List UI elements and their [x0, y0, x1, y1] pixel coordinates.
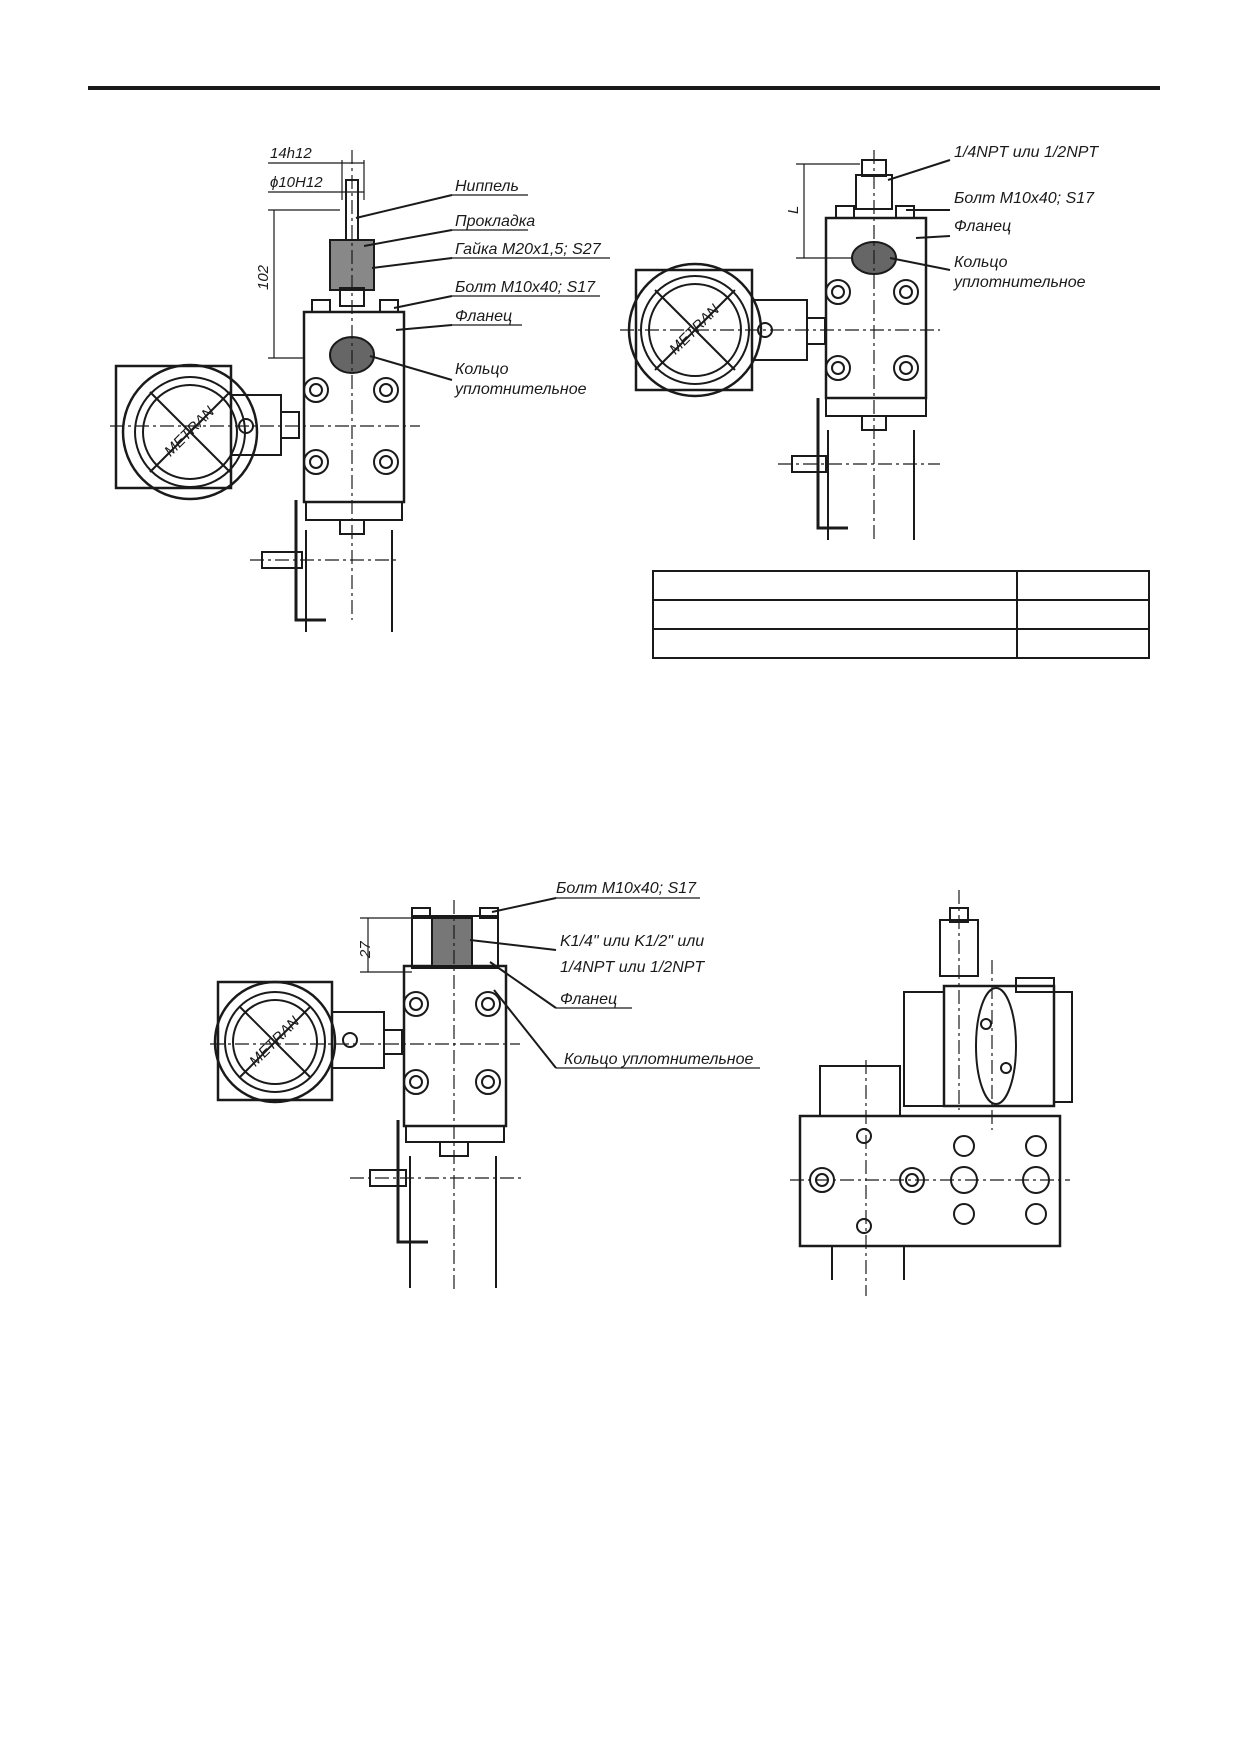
drawing-bottom-left: METRAN [210, 897, 760, 1290]
dim-10h12: ϕ10H12 [270, 174, 323, 191]
table-cell [652, 570, 1018, 601]
label-ring-line1: Кольцо [954, 254, 1008, 271]
table-row [652, 570, 1150, 601]
label-flange: Фланец [560, 991, 617, 1008]
table-cell [1016, 599, 1150, 630]
dim-l: L [785, 206, 802, 214]
table-row [652, 599, 1150, 630]
label-ring-line1: Кольцо [455, 361, 509, 378]
spec-table [652, 570, 1150, 659]
dim-102: 102 [255, 264, 272, 290]
drawing-top-right: METRAN [620, 150, 951, 540]
label-flange: Фланец [954, 218, 1011, 235]
label-thread: 1/4NPT или 1/2NPT [954, 144, 1099, 161]
label-ring-line2: уплотнительное [454, 381, 587, 398]
label-nipple: Ниппель [455, 178, 519, 195]
drawing-bottom-right [790, 890, 1073, 1296]
label-ring-line2: уплотнительное [953, 274, 1086, 291]
table-cell [652, 628, 1018, 659]
label-gasket: Прокладка [455, 213, 535, 230]
label-thread-line2: 1/4NPT или 1/2NPT [560, 959, 705, 976]
table-cell [1016, 628, 1150, 659]
label-bolt: Болт М10х40; S17 [556, 880, 697, 897]
dim-27: 27 [357, 941, 374, 959]
table-cell [652, 599, 1018, 630]
header-rule [88, 86, 1160, 90]
table-cell [1016, 570, 1150, 601]
label-nut: Гайка М20х1,5; S27 [455, 241, 602, 258]
label-bolt: Болт М10х40; S17 [954, 190, 1095, 207]
label-bolt: Болт М10х40; S17 [455, 279, 596, 296]
dim-14h12: 14h12 [270, 145, 312, 162]
table-row [652, 628, 1150, 659]
label-ring: Кольцо уплотнительное [564, 1051, 754, 1068]
label-flange: Фланец [455, 308, 512, 325]
label-thread-line1: K1/4" или K1/2" или [560, 933, 704, 950]
